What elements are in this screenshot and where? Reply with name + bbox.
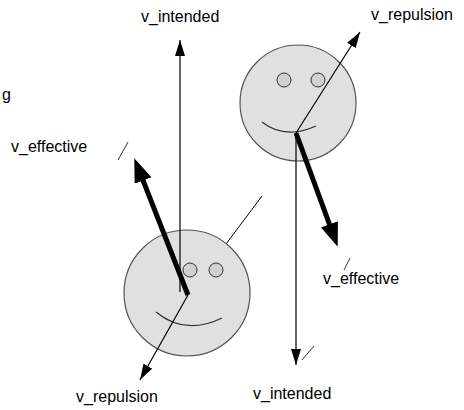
vector-label: v_repulsion — [75, 388, 159, 406]
vector-label: g — [1, 86, 12, 104]
vector-label: v_effective — [322, 270, 400, 288]
link-line — [226, 196, 262, 244]
effective-arrow — [296, 133, 333, 234]
repulsion-arrow — [296, 32, 360, 133]
vector-label: v_repulsion — [370, 6, 454, 24]
vector-label: v_intended — [140, 8, 220, 26]
vector-label: v_effective — [10, 138, 88, 156]
vector-label: v_intended — [252, 385, 332, 403]
repulsion-arrow — [140, 295, 188, 380]
effective-arrow — [139, 171, 188, 295]
intended-arrow — [179, 40, 180, 292]
tick-mark — [302, 346, 314, 360]
tick-mark — [118, 142, 128, 160]
intended-arrow — [295, 133, 296, 365]
